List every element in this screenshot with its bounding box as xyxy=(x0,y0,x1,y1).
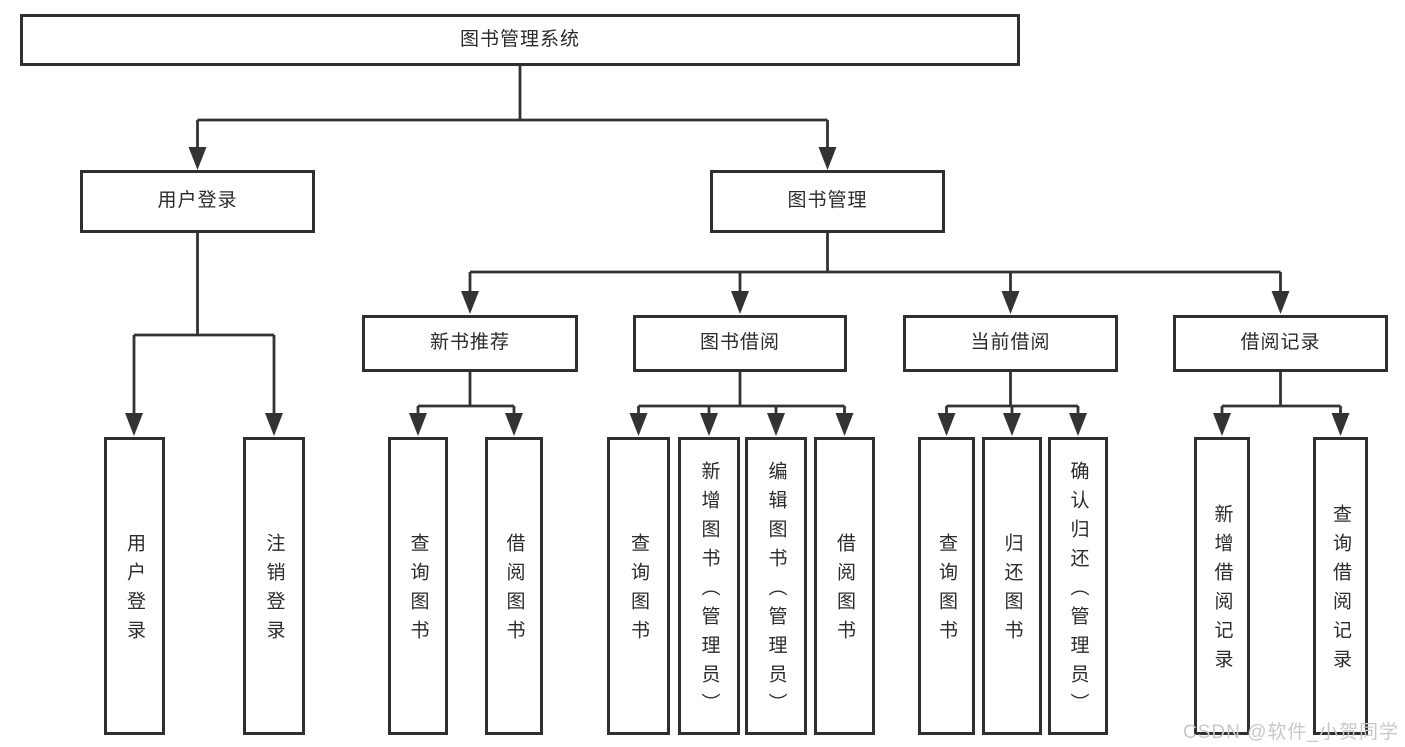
node-book-management: 图书管理 xyxy=(710,170,945,233)
node-label: 确认归还（管理员） xyxy=(1067,460,1089,722)
node-leaf-query-books-current: 查询图书 xyxy=(918,437,975,735)
node-label: 当前借阅 xyxy=(970,332,1051,354)
node-label: 查询图书 xyxy=(936,533,957,649)
node-label: 新增图书（管理员） xyxy=(698,460,720,722)
node-leaf-borrow-books: 借阅图书 xyxy=(814,437,875,735)
arrowheads xyxy=(125,147,1350,436)
node-leaf-confirm-return-admin: 确认归还（管理员） xyxy=(1048,437,1108,735)
node-current-borrowing: 当前借阅 xyxy=(903,315,1118,372)
node-leaf-borrow-books-recommend: 借阅图书 xyxy=(485,437,543,735)
node-label: 借阅图书 xyxy=(503,533,525,649)
node-leaf-edit-books-admin: 编辑图书（管理员） xyxy=(745,437,807,735)
node-leaf-add-books-admin: 新增图书（管理员） xyxy=(678,437,740,735)
node-leaf-user-login: 用户登录 xyxy=(104,437,165,735)
node-book-borrowing: 图书借阅 xyxy=(633,315,847,372)
node-label: 借阅图书 xyxy=(834,533,855,649)
node-library-management-system: 图书管理系统 xyxy=(20,14,1020,66)
node-label: 查询图书 xyxy=(628,533,649,649)
node-leaf-add-borrow-record: 新增借阅记录 xyxy=(1194,437,1250,735)
node-leaf-query-books-borrowing: 查询图书 xyxy=(607,437,670,735)
node-leaf-query-books-recommend: 查询图书 xyxy=(388,437,448,735)
node-label: 新书推荐 xyxy=(429,332,510,354)
node-leaf-query-borrow-record: 查询借阅记录 xyxy=(1313,437,1368,735)
node-label: 图书管理 xyxy=(787,190,868,212)
node-label: 查询图书 xyxy=(407,533,429,649)
node-new-book-recommendation: 新书推荐 xyxy=(362,315,578,372)
node-label: 借阅记录 xyxy=(1240,332,1321,354)
node-label: 查询借阅记录 xyxy=(1330,504,1351,678)
csdn-watermark: CSDN @软件_小贺同学 xyxy=(1183,722,1399,743)
node-borrowing-records: 借阅记录 xyxy=(1173,315,1388,372)
node-label: 图书借阅 xyxy=(699,332,780,354)
node-label: 用户登录 xyxy=(124,533,145,649)
node-label: 编辑图书（管理员） xyxy=(765,460,787,722)
node-label: 新增借阅记录 xyxy=(1211,504,1233,678)
node-label: 归还图书 xyxy=(1001,533,1023,649)
node-label: 图书管理系统 xyxy=(459,28,580,50)
node-label: 用户登录 xyxy=(157,190,238,212)
node-label: 注销登录 xyxy=(263,533,285,649)
node-leaf-logout: 注销登录 xyxy=(243,437,305,735)
node-user-login: 用户登录 xyxy=(80,170,315,233)
node-leaf-return-books: 归还图书 xyxy=(982,437,1042,735)
